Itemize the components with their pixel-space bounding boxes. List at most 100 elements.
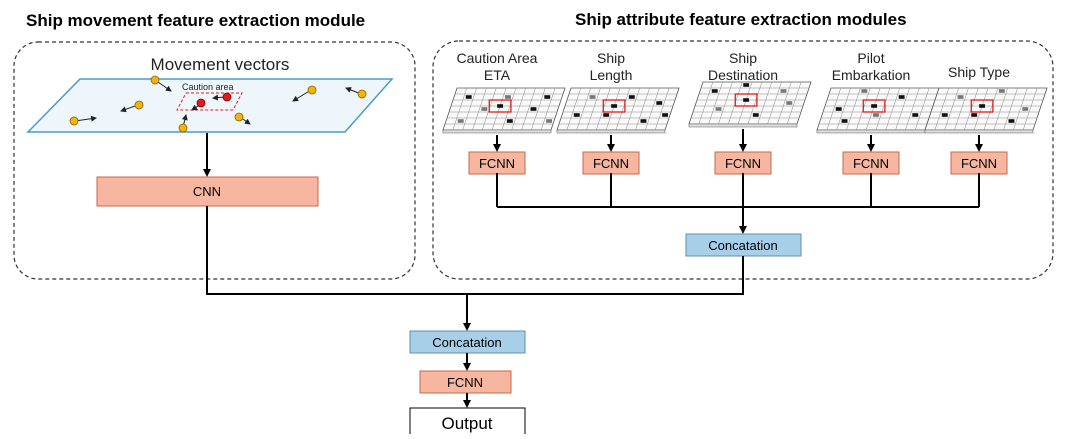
left-module-frame xyxy=(13,41,416,280)
grid-marker xyxy=(457,119,464,123)
attribute-fcnn-label: FCNN xyxy=(961,156,997,171)
grid-line xyxy=(973,87,989,131)
attribute-grid xyxy=(442,87,566,134)
grid-marker xyxy=(912,113,919,117)
grid-highlight xyxy=(862,99,886,113)
grid-edge xyxy=(442,129,552,134)
grid-line xyxy=(895,87,910,131)
grid-highlight xyxy=(734,93,758,107)
movement-vectors xyxy=(69,75,367,133)
attribute-columns: Caution AreaETAFCNNShipLengthFCNNShipDes… xyxy=(442,50,1048,175)
grid-line xyxy=(836,87,851,131)
grid-marker xyxy=(573,113,580,117)
left-module-title: Ship movement feature extraction module xyxy=(26,11,365,30)
grid-marker xyxy=(743,83,750,87)
grid-line xyxy=(826,87,842,131)
grid-marker xyxy=(603,113,610,117)
ship-dot xyxy=(69,116,79,126)
ship-dot xyxy=(150,75,160,85)
grid-highlight xyxy=(488,99,512,113)
caution-area xyxy=(176,92,243,111)
grid-marker xyxy=(780,89,787,93)
grid-line xyxy=(586,87,601,131)
vector-arrow xyxy=(292,89,312,102)
grid-marker xyxy=(589,95,596,99)
grid-marker xyxy=(656,101,663,105)
grid-marker xyxy=(481,107,488,111)
grid-line xyxy=(708,81,723,125)
grid-marker xyxy=(871,104,878,108)
grid-marker xyxy=(544,95,551,99)
grid-marker xyxy=(957,95,964,99)
grid-marker xyxy=(743,98,750,102)
grid-marker xyxy=(715,107,722,111)
grid-marker xyxy=(711,89,718,93)
ship-dot xyxy=(178,123,188,133)
grid-marker xyxy=(861,89,868,93)
attribute-label-line2: Embarkation xyxy=(832,67,911,83)
grid-line xyxy=(737,81,753,125)
grid-line xyxy=(1013,87,1028,131)
grid-marker xyxy=(1022,107,1029,111)
caution-ship-dot xyxy=(196,98,206,108)
grid-line xyxy=(993,87,1008,131)
attribute-grid xyxy=(688,81,812,128)
grid-line xyxy=(934,87,950,131)
ship-dot xyxy=(307,85,317,95)
attribute-label-line1: Ship xyxy=(729,50,757,66)
grid-line xyxy=(865,87,881,131)
grid-marker xyxy=(546,119,553,123)
attribute-label-line2: Length xyxy=(590,67,633,83)
grid-line xyxy=(452,87,468,131)
grid-marker xyxy=(662,113,669,117)
grid-line xyxy=(462,87,477,131)
grid-line xyxy=(747,81,763,125)
attribute-grid xyxy=(924,87,1048,134)
grid-marker xyxy=(941,113,948,117)
grid-line xyxy=(501,87,517,131)
grid-marker xyxy=(628,95,635,99)
ship-dot xyxy=(234,112,244,122)
attribute-fcnn-label: FCNN xyxy=(853,156,889,171)
cnn-label: CNN xyxy=(193,184,221,199)
grid-marker xyxy=(835,107,842,111)
grid-line xyxy=(954,87,969,131)
grid-line xyxy=(875,87,891,131)
attribute-label-line2: Destination xyxy=(708,67,778,83)
bottom-concat-label: Concatation xyxy=(432,335,501,350)
grid-line xyxy=(885,87,900,131)
grid-line xyxy=(625,87,640,131)
grid-marker xyxy=(640,119,647,123)
caution-area-label: Caution area xyxy=(182,82,234,92)
grid-line xyxy=(757,81,772,125)
attribute-fcnn-label: FCNN xyxy=(725,156,761,171)
attribute-label-line1: Caution Area xyxy=(457,50,538,66)
grid-marker xyxy=(505,95,511,99)
flow-connector xyxy=(206,206,744,295)
bottom-fcnn-label: FCNN xyxy=(447,375,483,390)
ship-dot xyxy=(134,100,144,110)
grid-line xyxy=(846,87,861,131)
output-label: Output xyxy=(441,414,492,433)
grid-line xyxy=(615,87,631,131)
grid-line xyxy=(576,87,591,131)
attribute-fcnn-label: FCNN xyxy=(593,156,629,171)
grid-marker xyxy=(530,107,537,111)
attribute-grid xyxy=(556,87,680,134)
attribute-label-line1: Pilot xyxy=(857,50,884,66)
grid-line xyxy=(1003,87,1018,131)
bottom-fcnn-box xyxy=(419,370,512,394)
attribute-fcnn-label: FCNN xyxy=(479,156,515,171)
grid-line xyxy=(786,81,802,125)
grid-marker xyxy=(611,104,618,108)
grid-marker xyxy=(979,104,986,108)
grid-line xyxy=(777,81,792,125)
grid-line xyxy=(491,87,507,131)
grid-line xyxy=(521,87,536,131)
grid-line xyxy=(914,87,930,131)
grid-marker xyxy=(998,89,1005,93)
